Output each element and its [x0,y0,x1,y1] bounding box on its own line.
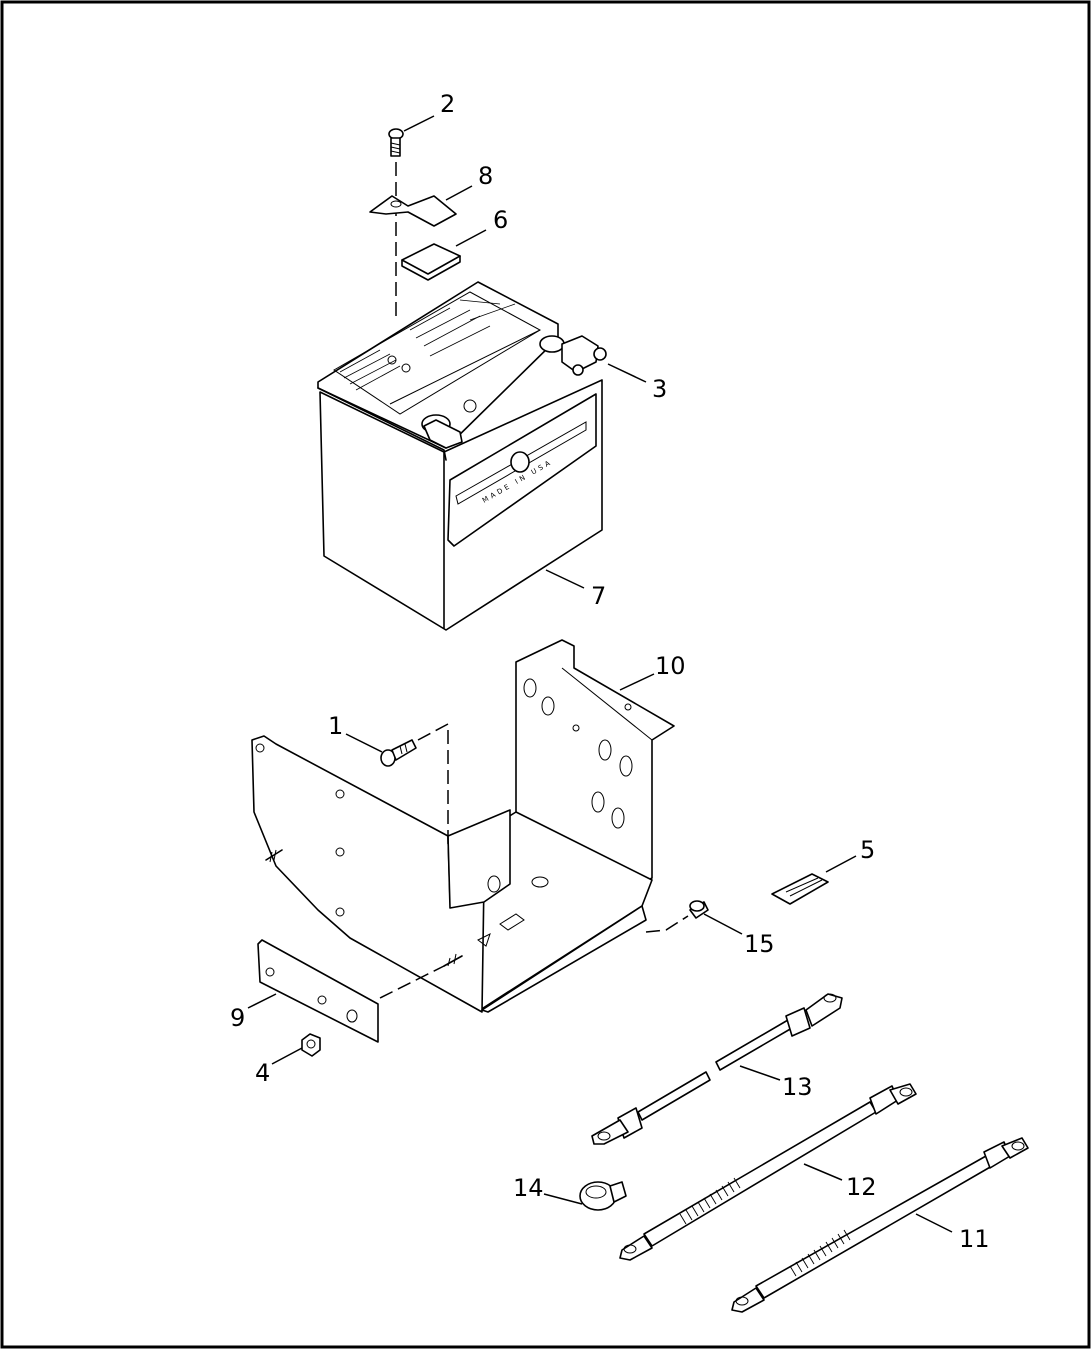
screw-1-axis-line [417,722,449,848]
part-15-axis-line [645,915,689,933]
side-stud-lower [443,953,463,967]
part-4-nut [301,1033,321,1057]
part-5-tag [771,873,829,905]
callout-14: 14 [513,1174,544,1202]
part-6-pad [401,243,461,281]
callout-1: 1 [328,712,343,740]
part-3-terminal-bolt [561,335,607,376]
part-7-battery: MADE IN USA [317,281,603,631]
part-13-cable [591,993,843,1145]
part-2-screw [388,128,404,157]
leader-lines [247,115,953,1233]
part-15-cap [689,900,709,919]
part-8-clamp [369,195,457,227]
callout-11: 11 [959,1225,990,1253]
callout-5: 5 [860,836,875,864]
part-14-ring-terminal [579,1181,627,1211]
part-12-cable [619,1083,917,1261]
callout-8: 8 [478,162,493,190]
callout-3: 3 [652,375,667,403]
callout-10: 10 [655,652,686,680]
callout-6: 6 [493,206,508,234]
callout-9: 9 [230,1004,245,1032]
callout-13: 13 [782,1073,813,1101]
callout-7: 7 [591,582,606,610]
callout-15: 15 [744,930,775,958]
part-9-strap [257,939,379,1043]
part-10-battery-tray [251,639,675,1013]
callout-12: 12 [846,1173,877,1201]
callout-4: 4 [255,1059,270,1087]
part-11-cable [731,1137,1029,1313]
callout-2: 2 [440,90,455,118]
strap-9-axis-line [379,965,445,999]
part-1-screw [380,739,417,767]
side-stud-upper [265,849,283,863]
